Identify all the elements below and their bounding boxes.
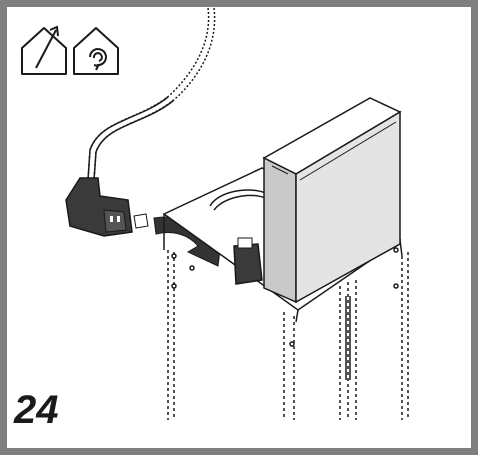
- power-cable: [87, 7, 216, 181]
- hood-socket: [233, 237, 263, 285]
- power-plug: [65, 177, 149, 237]
- recirculation-house-icon: [73, 27, 119, 75]
- step-number: 24: [14, 388, 59, 432]
- electronics-box: [262, 97, 402, 304]
- ducted-exhaust-house-icon: [21, 25, 67, 75]
